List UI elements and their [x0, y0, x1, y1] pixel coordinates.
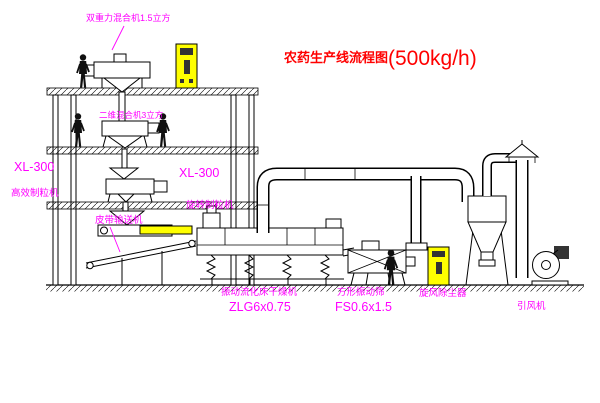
- rain-cap: [504, 143, 540, 158]
- cyclone-dust-collector: [465, 195, 509, 286]
- diagram-title-capacity: (500kg/h): [388, 47, 477, 70]
- label-screen-model: FS0.6x1.5: [335, 300, 392, 314]
- ground-feeder: [97, 210, 193, 237]
- label-screen-name: 方形振动筛: [337, 286, 385, 298]
- label-granulator-left-name: 高效制粒机: [11, 187, 59, 199]
- belt-conveyor: [85, 239, 197, 285]
- exhaust-stack: [504, 140, 540, 278]
- feeder-panel: [139, 225, 193, 235]
- ground-line: [46, 284, 584, 292]
- diagram-title: 农药生产线流程图: [283, 50, 388, 65]
- square-vibrating-screen: [342, 240, 416, 286]
- label-granulator-left-model: XL-300: [14, 160, 54, 174]
- floor-slab-mid: [46, 146, 259, 155]
- control-cabinet-right: [427, 246, 450, 286]
- label-2d-mixer: 二维混合机3立方: [99, 110, 163, 120]
- screen-suction-duct: [405, 176, 428, 251]
- label-dryer-model: ZLG6x0.75: [229, 300, 291, 314]
- building-frame: [46, 87, 259, 286]
- induced-draft-fan: [531, 246, 569, 286]
- rotary-granulator: [105, 167, 168, 203]
- two-dimensional-mixer: [101, 120, 160, 149]
- leader-top-mixer: [111, 25, 125, 51]
- label-gravity-mixer: 双重力混合机1.5立方: [86, 12, 171, 23]
- label-fan: 引风机: [517, 300, 546, 312]
- control-cabinet-top: [175, 43, 198, 89]
- cyclone-outlet-duct: [482, 153, 517, 196]
- leader-belt-conveyor: [109, 226, 121, 253]
- exhaust-duct: [256, 167, 475, 233]
- label-belt-conveyor: 皮带输送机: [95, 214, 143, 226]
- label-granulator-mid-name: 旋转制粒机: [186, 199, 234, 211]
- fluid-bed-dryer: [196, 205, 344, 285]
- label-granulator-mid-model: XL-300: [179, 166, 219, 180]
- gravity-mixer: [83, 53, 151, 93]
- floor-slab-top: [46, 87, 259, 96]
- label-cyclone: 旋风除尘器: [419, 287, 467, 299]
- label-dryer-name: 振动流化床干燥机: [221, 286, 298, 298]
